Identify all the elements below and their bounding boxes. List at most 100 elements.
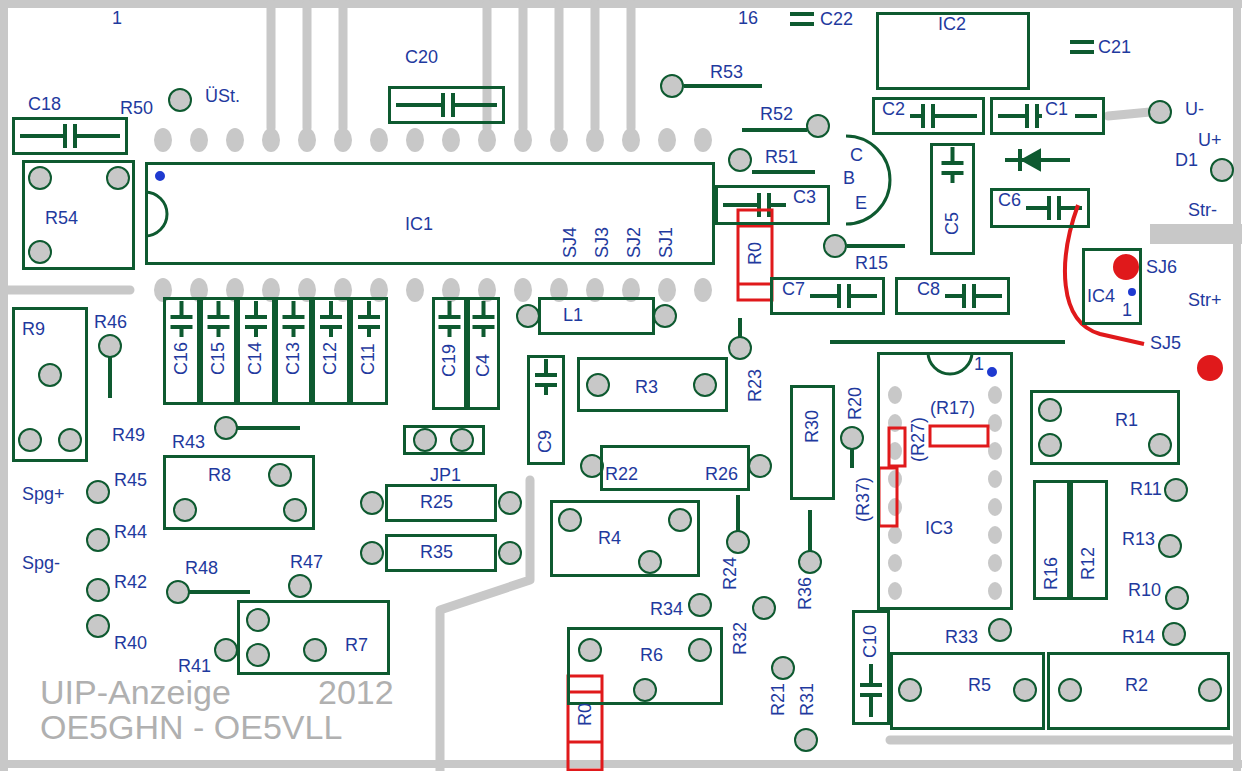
component-symbols	[20, 14, 1097, 717]
part-label: R43	[172, 432, 205, 453]
part-label: R10	[1128, 580, 1161, 601]
component-outline: R2	[1047, 652, 1230, 730]
part-label: R0	[575, 703, 596, 726]
part-label: R46	[94, 312, 127, 333]
part-label: C21	[1098, 37, 1131, 58]
part-label: R49	[112, 425, 145, 446]
part-label: C7	[782, 279, 805, 300]
component-outline: R3	[577, 357, 728, 412]
part-label: C20	[405, 47, 438, 68]
part-label: Str-	[1188, 200, 1217, 221]
part-label: R8	[208, 465, 231, 486]
part-label: (R27)	[908, 417, 929, 462]
part-label: R20	[845, 387, 866, 420]
part-label: R36	[795, 577, 816, 610]
part-label: C11	[358, 343, 379, 375]
component-outline: C2	[872, 97, 985, 135]
component-outline: C3	[715, 185, 830, 225]
part-label: IC2	[938, 14, 966, 35]
part-label: L1	[563, 305, 583, 326]
part-label: C2	[882, 99, 905, 120]
part-label: R13	[1122, 529, 1155, 550]
component-outline: R22 R26	[600, 445, 750, 491]
part-label: IC3	[925, 518, 953, 539]
part-label: R45	[114, 470, 147, 491]
copper-trace	[0, 4, 1230, 771]
part-label: E	[855, 193, 867, 214]
component-outline: C10	[852, 610, 890, 725]
part-label: C5	[942, 212, 963, 235]
component-outline: C1	[990, 97, 1105, 135]
solder-jumper-dot	[1113, 254, 1223, 381]
part-label: R33	[945, 627, 978, 648]
component-outline: C20	[388, 86, 505, 124]
component-outline: R12	[1070, 480, 1108, 600]
component-outline: C12	[312, 297, 350, 405]
component-outline: C13	[275, 297, 312, 405]
board-title: UIP-Anzeige	[40, 675, 231, 709]
part-label: 1	[1122, 300, 1132, 321]
part-label: Spg+	[22, 484, 65, 505]
component-outline: R35	[385, 534, 497, 572]
part-label: R22	[605, 464, 638, 485]
component-outline: C11	[350, 297, 388, 405]
part-label: D1	[1175, 150, 1198, 171]
part-label: SJ3	[592, 227, 613, 258]
part-label: IC1	[405, 214, 433, 235]
part-label: C1	[1045, 99, 1068, 120]
component-outline: C19	[432, 297, 467, 410]
part-label: R25	[420, 492, 453, 513]
component-outline: C6	[990, 188, 1090, 228]
part-label: R11	[1130, 479, 1162, 500]
part-label: R24	[720, 557, 741, 590]
component-outline: R7	[237, 600, 390, 675]
part-label: C4	[473, 354, 494, 377]
part-label: R23	[745, 369, 766, 402]
solder-pads	[19, 75, 1233, 751]
component-outline: IC3	[877, 352, 1013, 610]
component-outline: C14	[237, 297, 275, 405]
component-outline: C4	[467, 297, 500, 410]
board-title: 2012	[318, 675, 394, 709]
part-label: R1	[1115, 410, 1138, 431]
part-label: SJ6	[1146, 257, 1177, 278]
component-outline: C7	[770, 277, 885, 315]
part-label: C14	[245, 342, 266, 375]
part-label: C13	[283, 342, 304, 375]
part-label: R26	[705, 464, 738, 485]
part-label: SJ5	[1150, 333, 1181, 354]
component-outline: R1	[1030, 390, 1180, 465]
part-label: C18	[28, 94, 61, 115]
part-label: C	[850, 145, 863, 166]
part-label: (R17)	[930, 398, 975, 419]
part-label: R54	[45, 208, 78, 229]
component-outline: C5	[930, 143, 975, 255]
part-label: R9	[22, 319, 45, 340]
part-label: R44	[114, 522, 147, 543]
part-label: C8	[917, 279, 940, 300]
part-label: R7	[345, 635, 368, 656]
part-label: R48	[185, 558, 218, 579]
part-label: R12	[1078, 547, 1099, 580]
part-label: R31	[797, 683, 818, 716]
part-label: R21	[768, 683, 789, 716]
part-label: R14	[1122, 627, 1155, 648]
component-outline: C9	[527, 355, 565, 465]
part-label: SJ1	[656, 227, 677, 258]
part-label: R5	[968, 675, 991, 696]
part-label: C19	[439, 344, 460, 377]
silkscreen-line	[830, 340, 1065, 344]
part-label: U-	[1185, 99, 1204, 120]
part-label: R40	[114, 633, 147, 654]
part-label: C22	[820, 9, 853, 30]
part-label: R47	[290, 552, 323, 573]
optional-part-outline	[568, 210, 988, 770]
component-outline: IC4	[1082, 248, 1142, 325]
component-outline: R30	[790, 385, 835, 500]
part-label: JP1	[430, 465, 461, 486]
part-label: R6	[640, 645, 663, 666]
component-outline: R5	[890, 652, 1045, 730]
part-label: C6	[998, 190, 1021, 211]
part-label: R15	[855, 253, 888, 274]
part-label: R4	[598, 528, 621, 549]
